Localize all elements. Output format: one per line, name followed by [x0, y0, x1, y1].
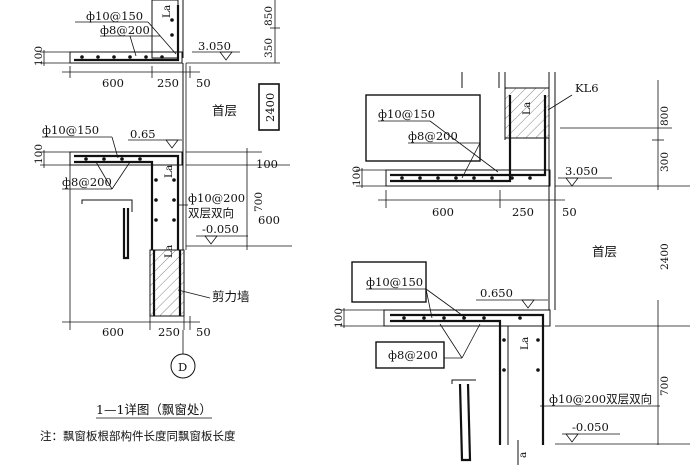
dim-2400-left: 2400 — [263, 93, 277, 122]
floor-label-left: 首层 — [212, 103, 237, 118]
rebar-main-right: ф10@150 — [378, 107, 435, 121]
rebar-main-label-b: ф10@150 — [42, 123, 99, 137]
axis-d-label: D — [178, 360, 187, 374]
dim-100-left-b: 100 — [33, 144, 45, 164]
dim-50-right: 50 — [562, 205, 577, 219]
elev-neg-right: -0.050 — [572, 420, 609, 434]
rebar-dist-label-b: ф8@200 — [62, 175, 112, 189]
rebar-main-right-b: ф10@150 — [366, 275, 423, 289]
dim-300: 300 — [659, 152, 671, 172]
rebar-dist-label: ф8@200 — [100, 23, 150, 37]
la-label-c: La — [163, 245, 175, 258]
wall-rebar-right: ф10@200双层双向 — [549, 392, 652, 406]
right-bottom-slab — [383, 309, 551, 327]
dim-100-right-top: 100 — [351, 166, 363, 186]
shear-wall — [149, 249, 185, 317]
la-right-c: a — [517, 452, 529, 458]
rebar-dist-right-b: ф8@200 — [388, 348, 438, 362]
shear-wall-label: 剪力墙 — [212, 289, 250, 304]
dim-600-right: 600 — [432, 205, 454, 219]
dim-600-bottom: 600 — [102, 325, 124, 339]
dim-2400-box — [258, 83, 280, 131]
dim-850: 850 — [263, 6, 275, 26]
dim-250-top: 250 — [157, 76, 179, 90]
elev-3050: 3.050 — [198, 39, 231, 53]
dim-250-right: 250 — [512, 205, 534, 219]
floor-label-right: 首层 — [592, 244, 617, 259]
dim-50-top: 50 — [196, 76, 211, 90]
detail-title: 1—1详图（飘窗处） — [96, 402, 212, 417]
callout-box-main-b — [351, 261, 427, 303]
left-top-slab — [69, 51, 183, 64]
dim-100-right-b: 100 — [333, 308, 345, 328]
dim-250-bottom: 250 — [158, 325, 180, 339]
kl6-beam — [504, 87, 550, 139]
wall-rebar-label: ф10@200 — [188, 191, 245, 205]
dim-600-top: 600 — [102, 76, 124, 90]
beam-label: KL6 — [575, 81, 599, 95]
la-top-right: La — [521, 102, 533, 115]
right-top-slab — [385, 169, 551, 187]
wall-rebar-note: 双层双向 — [188, 206, 234, 220]
left-bottom-slab — [69, 151, 183, 166]
dim-700: 700 — [253, 192, 265, 212]
dim-600-v: 600 — [258, 213, 280, 227]
callout-box-top — [365, 94, 481, 162]
top-slab-rebar — [74, 5, 180, 62]
right-detail: La KL6 800 300 ф10@150 ф8@200 3.050 — [333, 72, 690, 465]
dim-800: 800 — [659, 106, 671, 126]
axis-bubble-d — [170, 353, 196, 379]
elev-065: 0.65 — [130, 127, 156, 141]
elev-neg-left: -0.050 — [202, 222, 239, 236]
dim-100-top: 100 — [33, 46, 45, 66]
left-detail: La ф10@150 ф8@200 3.050 850 350 100 — [33, 0, 292, 443]
dim-2400-right: 2400 — [659, 243, 671, 270]
la-label-b: La — [163, 165, 175, 178]
dim-700-right: 700 — [659, 376, 671, 396]
dim-50-bottom: 50 — [196, 325, 211, 339]
elev-3050-right: 3.050 — [565, 164, 598, 178]
callout-box-dist-b — [375, 341, 445, 369]
drawing-note: 注：飘窗板根部构件长度同飘窗板长度 — [40, 429, 236, 443]
dim-350: 350 — [263, 38, 275, 58]
dim-100-right: 100 — [256, 157, 278, 171]
elev-0650: 0.650 — [480, 286, 513, 300]
la-right-b: La — [519, 337, 531, 350]
la-label: La — [161, 5, 173, 18]
rebar-main-label: ф10@150 — [86, 9, 143, 23]
